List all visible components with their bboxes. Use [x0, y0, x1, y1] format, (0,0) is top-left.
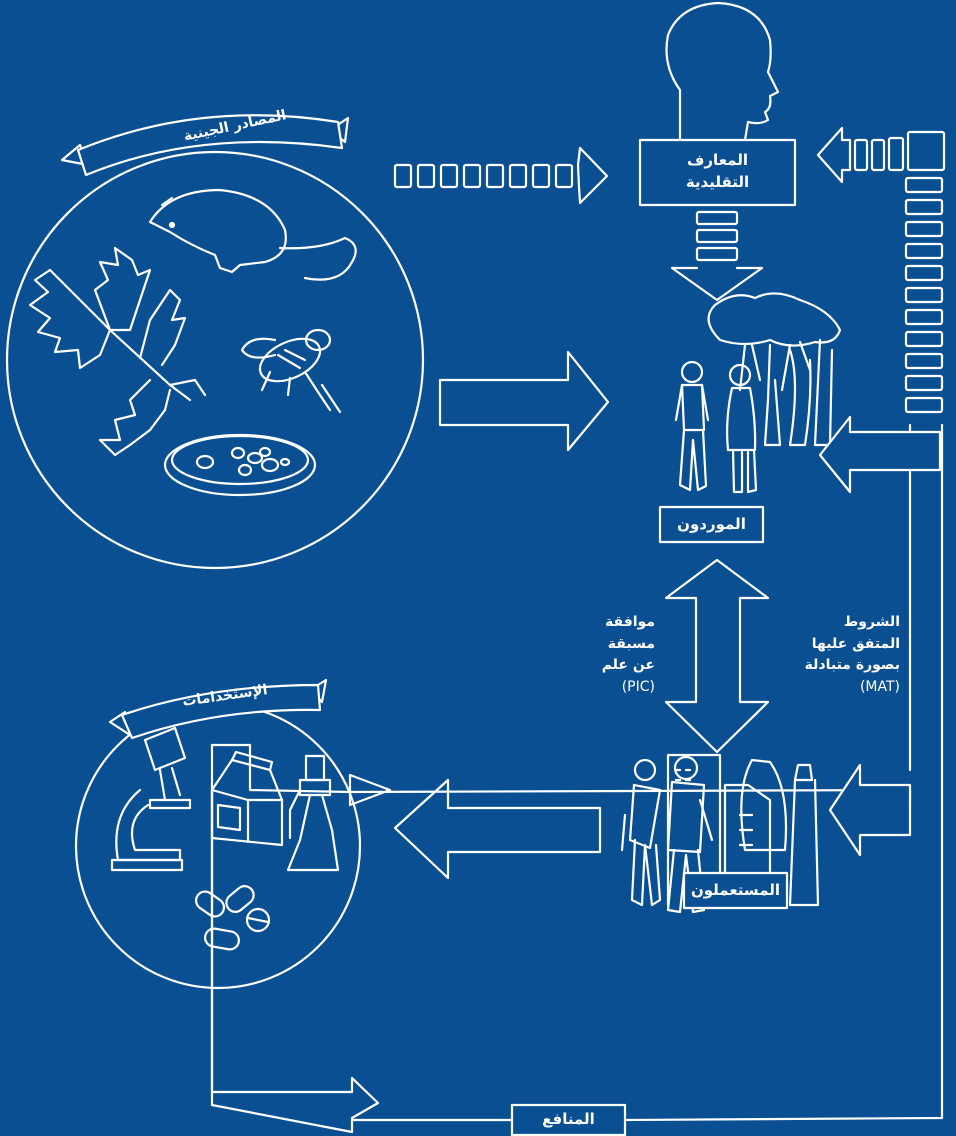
dashed-arrow-to-providers: [670, 210, 764, 302]
pic-label: موافقة مسبقة عن علم (PIC): [560, 612, 655, 699]
genetic-resources-circle: [5, 150, 425, 570]
leaf-branch-icon: [28, 246, 207, 457]
pic-line3: عن علم: [601, 657, 655, 674]
people-trees-icon: [674, 292, 842, 494]
mat-line3: بصورة متبادلة: [804, 657, 900, 674]
petri-dish-icon: [163, 433, 317, 497]
head-silhouette-icon: [665, 1, 780, 142]
pic-line1: موافقة: [605, 614, 655, 630]
users-box: [682, 871, 789, 910]
utilizations-circle: [74, 702, 362, 990]
arrow-resources-to-providers: [438, 350, 610, 452]
milk-carton-icon: [210, 750, 284, 847]
bee-icon: [240, 328, 342, 414]
benefits-box: [510, 1103, 627, 1136]
mat-label: الشروط المتفق عليها بصورة متبادلة (MAT): [770, 612, 900, 699]
users-label: المستعملون: [690, 881, 781, 899]
double-arrow-providers-users: [664, 558, 770, 754]
business-people-city-icon: [620, 753, 820, 914]
dashed-return-arrow-to-knowledge: [816, 126, 946, 414]
mat-code: (MAT): [859, 679, 900, 696]
mat-line1: الشروط: [843, 614, 900, 630]
mat-line2: المتفق عليها: [811, 635, 900, 652]
genetic-resources-banner: [60, 114, 350, 177]
providers-label: الموردون: [677, 515, 746, 533]
traditional-knowledge-line1: المعارف: [687, 151, 748, 169]
benefit-flow-line: [210, 415, 944, 1134]
providers-box: [658, 505, 765, 544]
traditional-knowledge-label: المعارف التقليدية: [640, 140, 795, 205]
dashed-arrow-to-knowledge: [393, 146, 609, 205]
spray-bottle-icon: [286, 754, 340, 872]
benefits-label: المنافع: [542, 1110, 595, 1128]
utilizations-banner: [108, 678, 328, 740]
rodent-icon: [148, 188, 357, 281]
pills-icon: [194, 885, 271, 951]
arrow-users-to-utilizations: [393, 778, 602, 880]
microscope-icon: [110, 726, 192, 872]
pic-line2: مسبقة: [607, 635, 655, 652]
traditional-knowledge-box: [638, 138, 797, 207]
pic-code: (PIC): [621, 679, 655, 696]
traditional-knowledge-line2: التقليدية: [685, 172, 750, 191]
